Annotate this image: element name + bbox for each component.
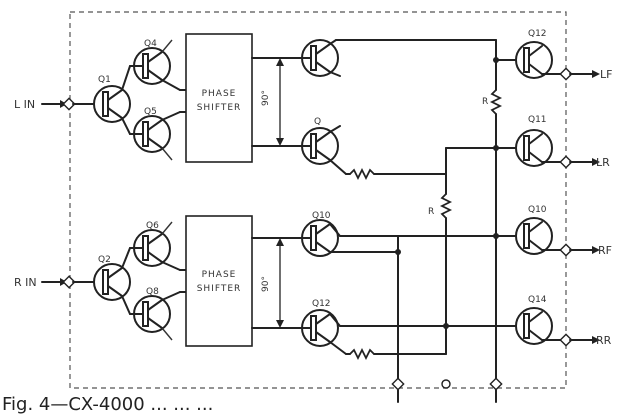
rf-rr-outputs: Q10 RF Q14 RR [445, 205, 612, 347]
top-shifter-label-2: SHIFTER [197, 103, 242, 113]
output-lr-label: LR [596, 156, 610, 169]
transistor-out-1 [515, 41, 553, 79]
top-phase-label: 90° [261, 90, 271, 106]
q1-label: Q1 [98, 75, 111, 85]
q5-label: Q5 [144, 107, 157, 117]
out1-transistor-label: Q12 [528, 29, 547, 39]
resistor-top [349, 167, 375, 181]
q4-label: Q4 [144, 39, 157, 49]
figure-caption: Fig. 4—CX-4000 ... ... ... [2, 394, 213, 415]
ic-boundary [69, 11, 567, 389]
q6-label: Q6 [146, 221, 159, 231]
lf-lr-outputs: Q12 LF Q11 LR [495, 29, 612, 169]
output-lf-label: LF [600, 68, 612, 81]
left-input-stage: L IN Q1 Q4 Q5 [14, 39, 187, 161]
resistor-bottom [349, 347, 375, 361]
q10-label: Q10 [312, 211, 331, 221]
top-shifter-label-1: PHASE [202, 89, 237, 99]
q8-label: Q8 [146, 287, 159, 297]
bottom-shifter-label-2: SHIFTER [197, 284, 242, 294]
left-input-terminal [62, 97, 76, 111]
bottom-output-drivers: Q10 Q12 R [299, 147, 499, 385]
right-input-terminal [62, 275, 76, 289]
transistor-q2 [93, 263, 131, 301]
bottom-phase-label: 90° [261, 276, 271, 292]
transistor-out-4 [515, 307, 553, 345]
top-output-drivers: Q R [299, 39, 503, 181]
right-input-label: R IN [14, 276, 37, 289]
output-rf-label: RF [598, 244, 612, 257]
bottom-terminals [391, 377, 503, 403]
top-b-label: Q [314, 117, 321, 127]
output-rr-label: RR [596, 334, 612, 347]
resistor-r-top [489, 89, 503, 115]
top-phase-shifter: PHASE SHIFTER 90° [185, 33, 301, 163]
out4-transistor-label: Q14 [528, 295, 547, 305]
resistor-r-mid [439, 193, 453, 219]
bottom-phase-shifter: PHASE SHIFTER 90° [185, 215, 301, 347]
r-top-label: R [482, 97, 488, 107]
q12-label: Q12 [312, 299, 331, 309]
q2-label: Q2 [98, 255, 111, 265]
out3-transistor-label: Q10 [528, 205, 547, 215]
right-input-stage: R IN Q2 Q6 Q8 [14, 221, 187, 341]
r-mid-label: R [428, 207, 434, 217]
out2-transistor-label: Q11 [528, 115, 547, 125]
transistor-out-3 [515, 217, 553, 255]
left-input-label: L IN [14, 98, 35, 111]
transistor-q1 [93, 85, 131, 123]
transistor-out-2 [515, 129, 553, 167]
bottom-shifter-label-1: PHASE [202, 270, 237, 280]
